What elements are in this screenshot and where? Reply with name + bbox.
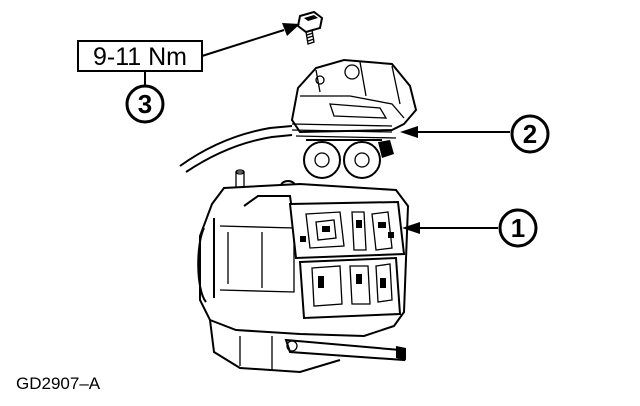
valve-body-assembly xyxy=(197,169,410,374)
callout-3: 3 xyxy=(125,84,165,124)
callout-2-arrowhead xyxy=(400,126,418,138)
figure-id: GD2907–A xyxy=(16,374,101,393)
torque-value: 9-11 Nm xyxy=(93,43,187,71)
callout-3-number: 3 xyxy=(138,89,152,119)
torque-label: 9-11 Nm xyxy=(77,40,203,72)
position-sensor-assembly xyxy=(179,58,418,179)
callout-2-number: 2 xyxy=(523,119,537,149)
bolt xyxy=(296,10,324,45)
torque-leader-arrowhead xyxy=(282,23,300,36)
callout-2: 2 xyxy=(510,114,550,154)
callout-1-arrowhead xyxy=(402,222,420,234)
torque-leader-line xyxy=(201,29,285,57)
callout-1: 1 xyxy=(498,208,538,248)
callout-1-number: 1 xyxy=(511,213,525,243)
